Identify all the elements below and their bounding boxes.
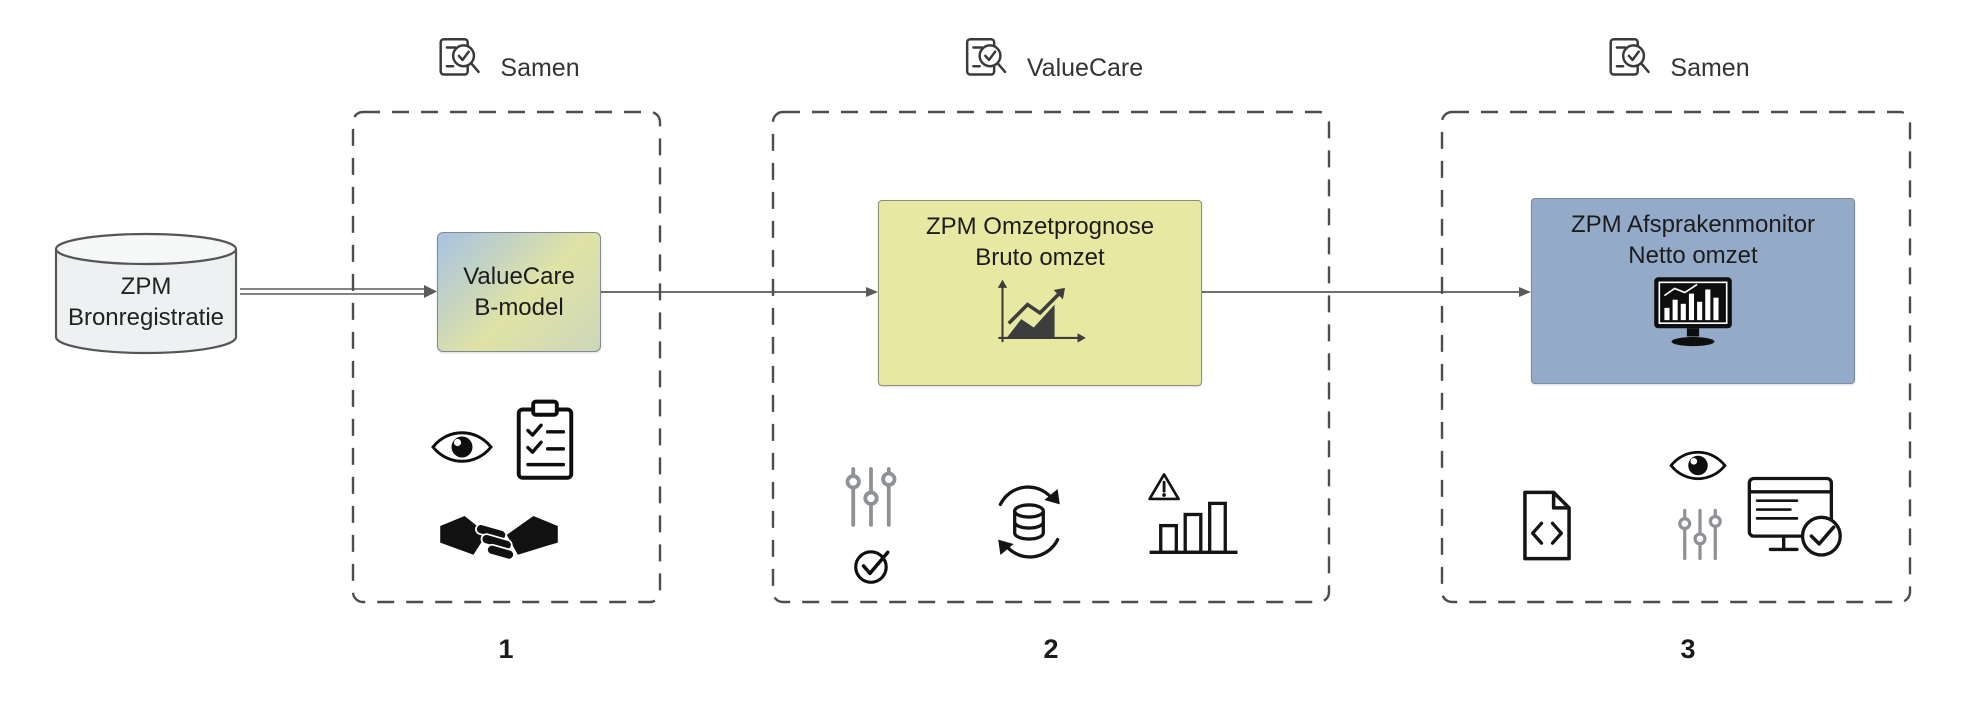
eye-icon (430, 426, 494, 468)
clipboard-checklist-icon (512, 399, 578, 483)
source-database-node: ZPM Bronregistratie (52, 230, 240, 358)
arrow-bmodel-to-prognose (599, 287, 878, 297)
prognose-node-subtitle: Bruto omzet (975, 244, 1105, 272)
database-cylinder-icon (54, 232, 238, 355)
arrow-source-to-bmodel (240, 285, 437, 298)
arrow-prognose-to-monitor (1201, 287, 1531, 297)
phase-2-header-label: ValueCare (1026, 53, 1144, 82)
bar-chart-warning-icon (1146, 470, 1240, 559)
magnifier-check-document-icon (959, 34, 1013, 88)
zpm-afsprakenmonitor-node: ZPM Afsprakenmonitor Netto omzet (1531, 198, 1855, 384)
monitor-node-subtitle: Netto omzet (1628, 242, 1758, 270)
area-chart-icon (879, 277, 1201, 353)
magnifier-check-document-icon (432, 34, 486, 88)
phase-1-header-label: Samen (500, 53, 580, 82)
sliders-icon (1676, 506, 1724, 563)
browser-check-icon (1746, 474, 1848, 565)
eye-icon (1668, 446, 1728, 485)
phase-3-header: Samen (1602, 34, 1750, 88)
monitor-dashboard-icon (1532, 275, 1854, 353)
handshake-icon (438, 508, 560, 575)
phase-1-header: Samen (432, 34, 580, 88)
phase-2-number: 2 (1043, 634, 1059, 664)
phase-3-header-label: Samen (1670, 53, 1750, 82)
magnifier-check-document-icon (1602, 34, 1656, 88)
monitor-node-title: ZPM Afsprakenmonitor (1570, 211, 1816, 238)
phase-3-number: 3 (1680, 634, 1696, 664)
code-file-icon (1516, 488, 1578, 563)
sliders-icon (843, 464, 899, 530)
prognose-node-title: ZPM Omzetprognose (925, 213, 1155, 240)
check-circle-icon (851, 545, 893, 587)
valuecare-bmodel-node: ValueCare B-model (437, 232, 601, 352)
phase-1-number: 1 (498, 634, 514, 664)
source-node-label: ZPM Bronregistratie (67, 272, 225, 331)
zpm-omzetprognose-node: ZPM Omzetprognose Bruto omzet (878, 200, 1202, 386)
phase-2-header: ValueCare (959, 34, 1143, 88)
database-sync-icon (985, 478, 1073, 566)
